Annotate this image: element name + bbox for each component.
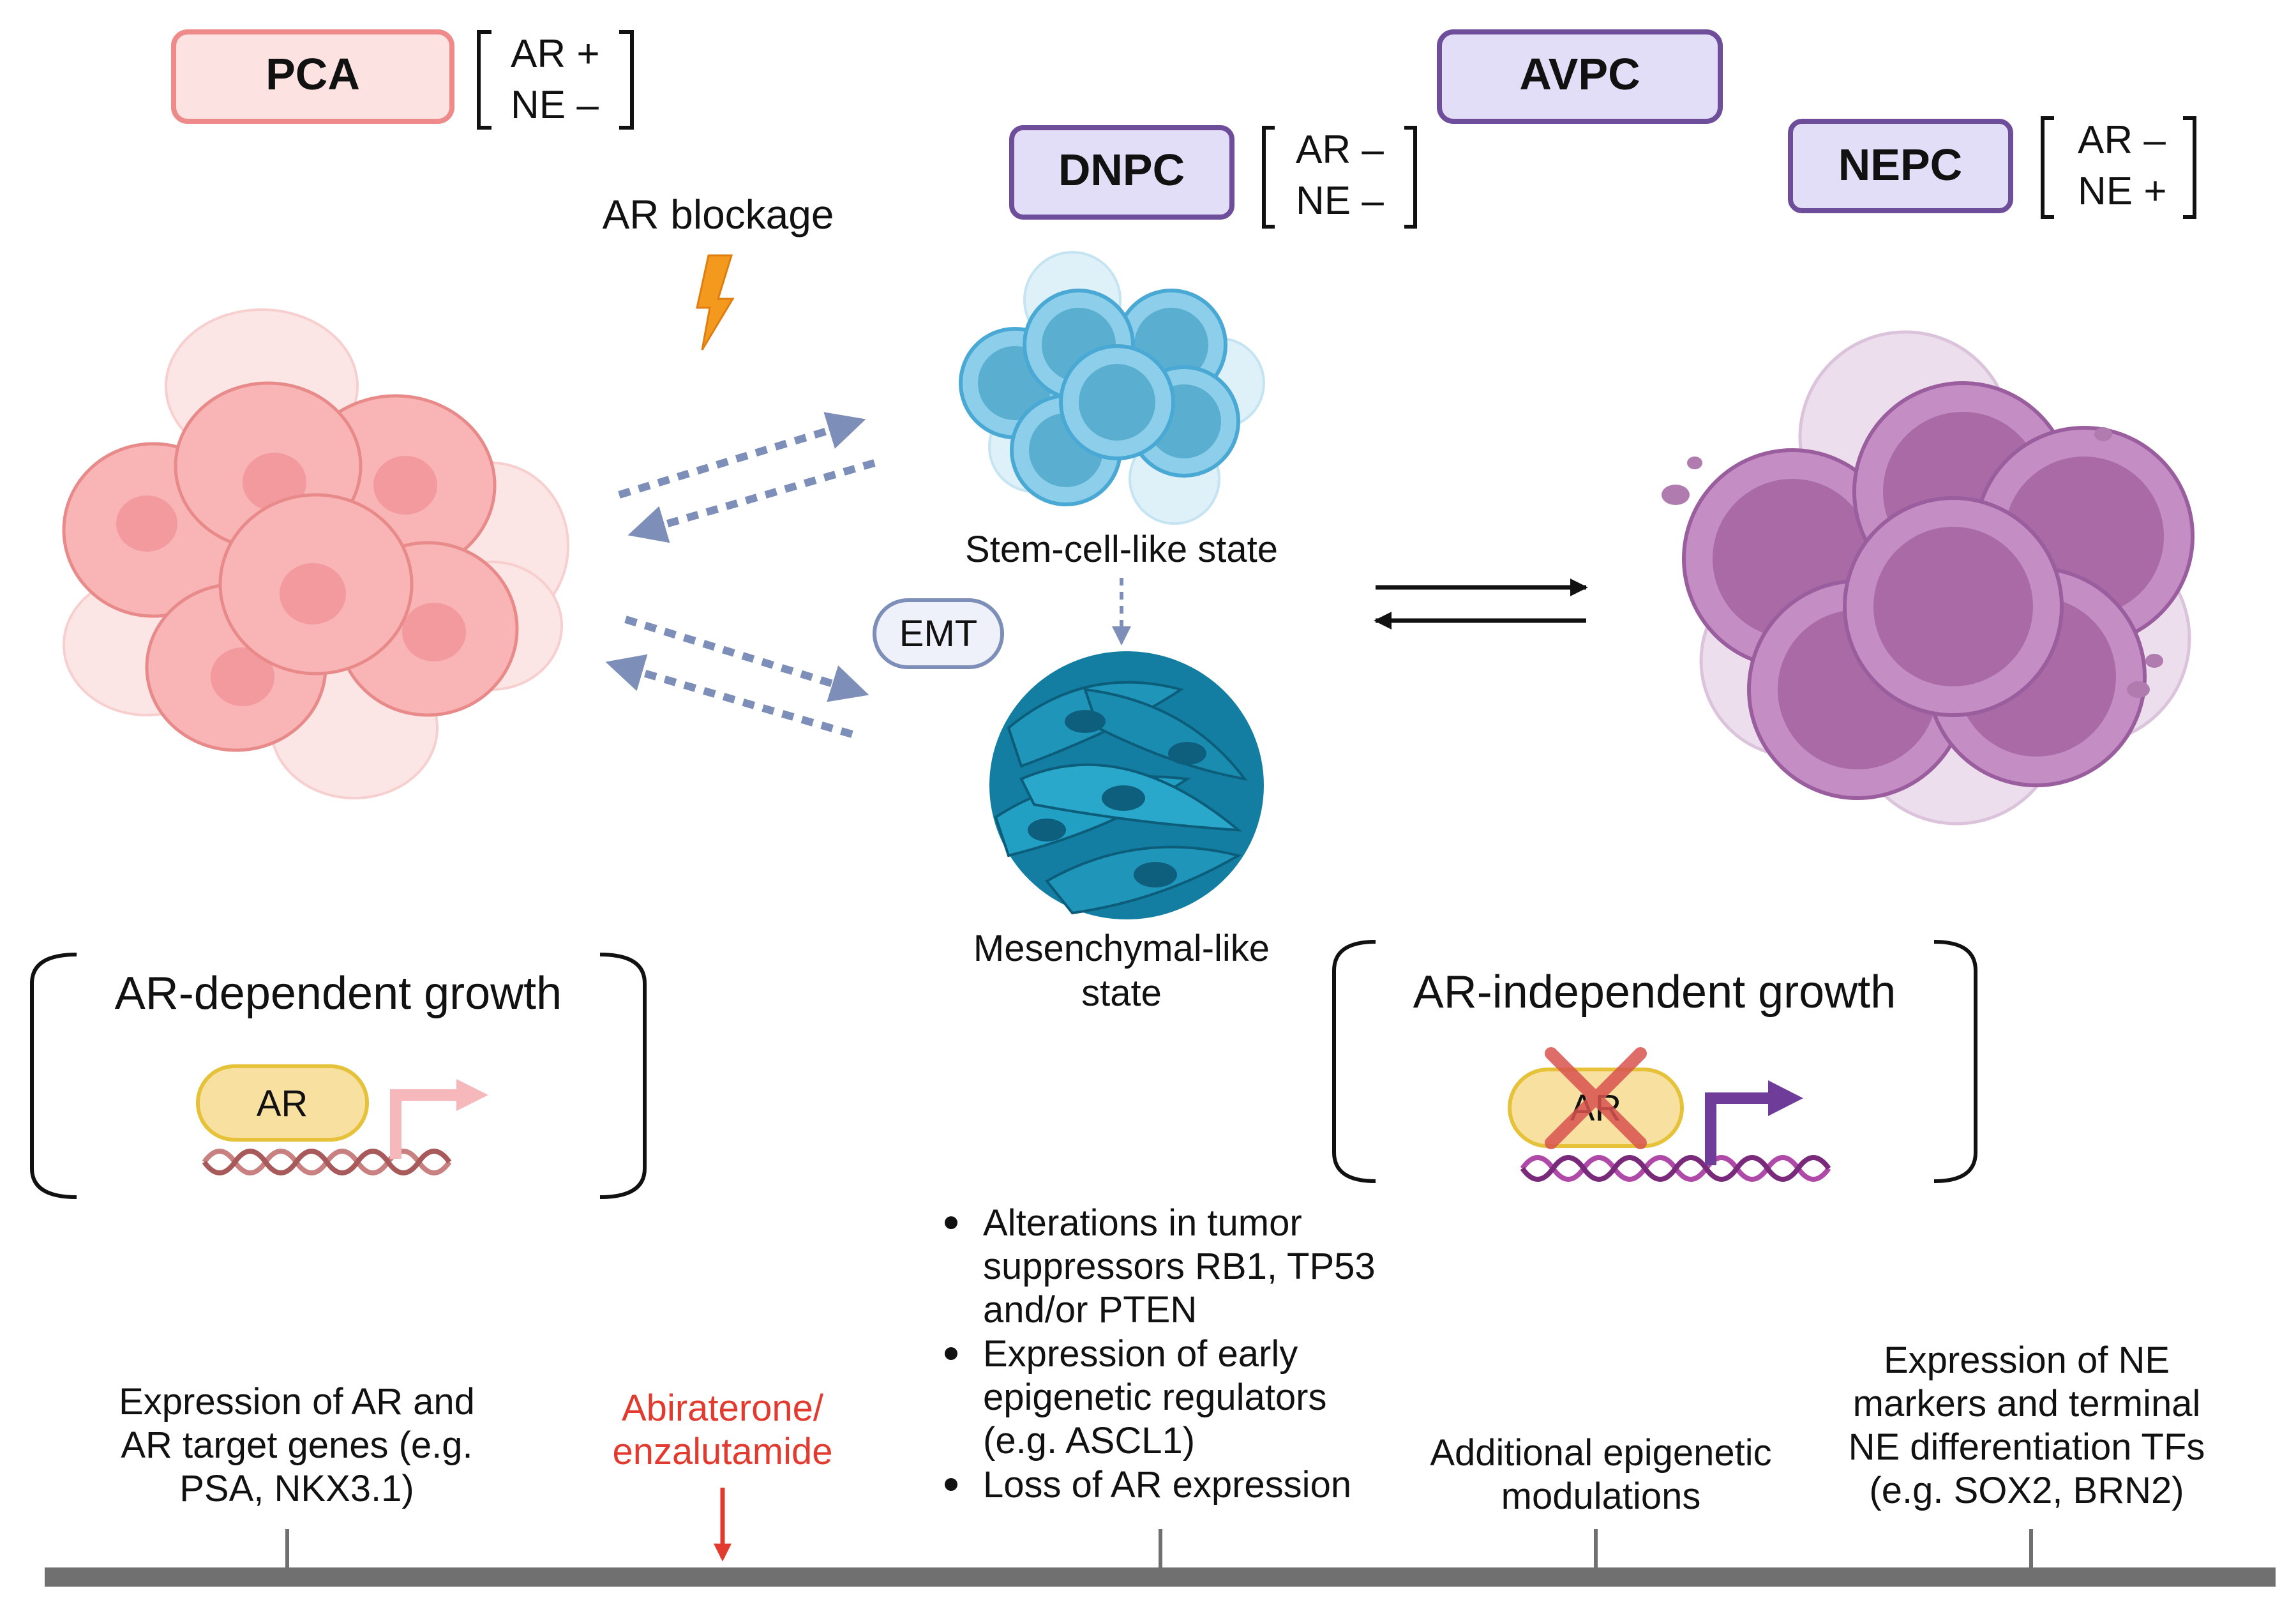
ar-independent-title: AR-independent growth <box>1413 967 1896 1018</box>
transition-arrows-pca-mesenchymal <box>605 615 869 738</box>
ar-dependent-title: AR-dependent growth <box>115 968 562 1019</box>
nepc-stage-label: NEPC <box>1788 119 2013 213</box>
bracket-left <box>477 30 491 130</box>
nepc-ne-status: NE + <box>2078 169 2167 213</box>
event-line: AR target genes (e.g. <box>121 1424 472 1466</box>
pca-marker-bracket: AR + NE – <box>477 30 634 130</box>
alteration-line: Loss of AR expression <box>983 1464 1351 1506</box>
dnpc-box <box>1009 125 1234 220</box>
dna-helix-icon <box>202 1149 452 1175</box>
mesenchymal-state-label-line1: Mesenchymal-like <box>973 928 1270 969</box>
transcription-arrowhead <box>1768 1080 1803 1116</box>
alteration-line: and/or PTEN <box>983 1289 1197 1331</box>
event-line: Additional epigenetic <box>1430 1432 1771 1474</box>
nepc-title: NEPC <box>1838 140 1962 190</box>
emt-box <box>873 598 1004 669</box>
bullet-dot <box>945 1347 957 1360</box>
alteration-line: Expression of early <box>983 1333 1298 1375</box>
nepc-events-text: Expression of NE markers and terminal NE… <box>1849 1340 2205 1511</box>
transcription-arrow-icon <box>1705 1092 1771 1165</box>
mesenchymal-state-label-line2: state <box>1081 972 1162 1014</box>
nepc-cell-cluster <box>1662 330 2195 826</box>
transition-arrows-pca-stem <box>618 412 876 543</box>
ar-blockage-label: AR blockage <box>603 192 834 238</box>
pca-box <box>171 29 454 124</box>
lightning-bolt-icon <box>696 254 735 351</box>
arrow-pca-to-stem <box>618 412 866 499</box>
bracket-left <box>30 953 77 1199</box>
bullet-dot <box>945 1216 957 1229</box>
event-line: markers and terminal <box>1853 1383 2201 1424</box>
bracket-left <box>2041 116 2054 219</box>
nepc-ar-status: AR – <box>2078 118 2166 162</box>
ar-factor-pill <box>196 1064 369 1142</box>
event-line: Expression of AR and <box>119 1381 475 1423</box>
avpc-title: AVPC <box>1519 49 1640 99</box>
dnpc-marker-bracket: AR – NE – <box>1262 126 1417 229</box>
drug-line: Abiraterone/ <box>622 1387 824 1429</box>
dnpc-ar-status: AR – <box>1296 128 1384 172</box>
drug-label: Abiraterone/ enzalutamide <box>613 1387 833 1472</box>
alteration-line: suppressors RB1, TP53 <box>983 1246 1376 1287</box>
emt-pill: EMT <box>873 598 1004 669</box>
ar-factor-pill <box>1508 1068 1684 1148</box>
alteration-line: epigenetic regulators <box>983 1377 1326 1418</box>
arrow-mesenchymal-to-pca <box>605 654 853 738</box>
ar-dependent-growth-panel: AR-dependent growth AR <box>30 953 647 1199</box>
ar-factor-label: AR <box>257 1083 308 1124</box>
transcription-arrowhead <box>456 1079 488 1111</box>
pca-ar-status: AR + <box>511 32 600 76</box>
pca-events-text: Expression of AR and AR target genes (e.… <box>119 1381 475 1509</box>
event-line: NE differentiation TFs <box>1849 1426 2205 1468</box>
drug-line: enzalutamide <box>613 1431 833 1472</box>
bracket-right <box>1933 940 1977 1183</box>
bullet-dot <box>945 1478 957 1491</box>
avpc-box <box>1437 29 1723 124</box>
dnpc-ne-status: NE – <box>1296 179 1384 223</box>
pca-stage-label: PCA <box>171 29 454 124</box>
bracket-right <box>1404 126 1417 229</box>
pca-ne-status: NE – <box>511 83 599 127</box>
mesenchymal-cell-cluster <box>989 651 1264 919</box>
bracket-right <box>599 953 647 1199</box>
timeline <box>45 1529 2276 1587</box>
event-line: modulations <box>1501 1476 1701 1517</box>
nepc-marker-bracket: AR – NE + <box>2041 116 2196 219</box>
dnpc-title: DNPC <box>1058 145 1185 195</box>
bracket-right <box>619 30 634 130</box>
stem-cell-cluster <box>959 251 1265 525</box>
avpc-events-text: Additional epigenetic modulations <box>1430 1432 1771 1517</box>
bracket-left <box>1332 940 1376 1183</box>
equilibrium-arrows <box>1374 578 1588 630</box>
bracket-right <box>2183 116 2196 219</box>
stem-state-label: Stem-cell-like state <box>965 529 1278 570</box>
event-line: Expression of NE <box>1884 1340 2170 1381</box>
event-line: (e.g. SOX2, BRN2) <box>1869 1470 2184 1511</box>
arrow-pca-to-mesenchymal <box>624 615 869 702</box>
pca-cell-cluster <box>62 308 569 799</box>
alteration-line: Alterations in tumor <box>983 1202 1302 1244</box>
blocked-cross-icon <box>1545 1047 1647 1149</box>
bracket-left <box>1262 126 1275 229</box>
pca-title: PCA <box>266 49 360 99</box>
dnpc-stage-label: DNPC <box>1009 125 1234 220</box>
alterations-list: Alterations in tumor suppressors RB1, TP… <box>945 1202 1376 1506</box>
timeline-bar <box>45 1567 2276 1587</box>
avpc-stage-label: AVPC <box>1437 29 1723 124</box>
dna-helix-icon <box>1520 1155 1831 1182</box>
arrow-stem-to-pca <box>627 459 876 543</box>
event-line: PSA, NKX3.1) <box>179 1468 414 1509</box>
nepc-box <box>1788 119 2013 213</box>
alteration-line: (e.g. ASCL1) <box>983 1420 1195 1461</box>
emt-label: EMT <box>899 613 977 654</box>
ar-independent-growth-panel: AR-independent growth AR <box>1332 940 1977 1183</box>
transcription-arrow-icon <box>390 1089 460 1159</box>
